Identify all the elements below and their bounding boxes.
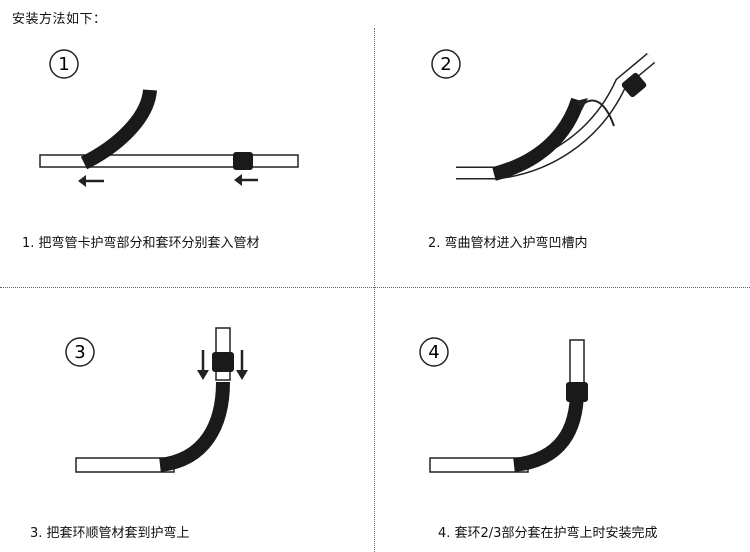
step-4-number-circle bbox=[419, 337, 449, 367]
bend-support bbox=[513, 389, 584, 472]
vertical-divider bbox=[374, 28, 375, 552]
left-arrow-head bbox=[78, 175, 86, 187]
sleeve-ring bbox=[566, 382, 588, 402]
step-3-number-circle bbox=[65, 337, 95, 367]
step-2-number-circle bbox=[431, 49, 461, 79]
step-1-caption: 1. 把弯管卡护弯部分和套环分别套入管材 bbox=[22, 236, 260, 251]
step-1-illustration: 1 bbox=[39, 49, 299, 187]
step-4-caption: 4. 套环2/3部分套在护弯上时安装完成 bbox=[438, 526, 658, 541]
step-4-illustration: 4 bbox=[419, 337, 588, 473]
down-arrow-head-2 bbox=[236, 370, 248, 380]
step-1-number: 1 bbox=[58, 54, 69, 75]
sleeve-ring bbox=[233, 152, 253, 170]
page-title: 安装方法如下： bbox=[12, 12, 107, 27]
sleeve-ring bbox=[212, 352, 234, 372]
step-3-number: 3 bbox=[74, 342, 85, 363]
step-1-number-circle bbox=[49, 49, 79, 79]
down-arrow-head bbox=[197, 370, 209, 380]
step-4-panel: 4 4. 套环2/3部分套在护弯上时安装完成 bbox=[376, 290, 750, 550]
pipe bbox=[39, 154, 299, 168]
sleeve-ring bbox=[621, 72, 647, 98]
curved-arrow-head bbox=[576, 98, 588, 110]
horizontal-pipe bbox=[429, 457, 529, 473]
step-1-panel: 1 1. 把弯管卡护弯部分和套环分别套入管材 bbox=[0, 28, 374, 288]
step-3-caption: 3. 把套环顺管材套到护弯上 bbox=[30, 526, 190, 541]
step-3-panel: 3 3. 把套环顺管材套到护弯上 bbox=[0, 290, 374, 550]
bend-support bbox=[80, 88, 157, 170]
left-arrow-head-2 bbox=[234, 174, 242, 186]
step-4-number: 4 bbox=[428, 342, 439, 363]
horizontal-divider bbox=[0, 287, 750, 288]
horizontal-pipe bbox=[75, 457, 175, 473]
bend-support bbox=[492, 97, 585, 181]
step-2-number: 2 bbox=[440, 54, 451, 75]
bend-support bbox=[158, 381, 230, 472]
step-3-illustration: 3 bbox=[65, 327, 248, 473]
step-2-caption: 2. 弯曲管材进入护弯凹槽内 bbox=[428, 236, 588, 251]
step-2-illustration: 2 bbox=[431, 49, 656, 181]
step-2-panel: 2 2. 弯曲管材进入护弯凹槽内 bbox=[376, 28, 750, 288]
